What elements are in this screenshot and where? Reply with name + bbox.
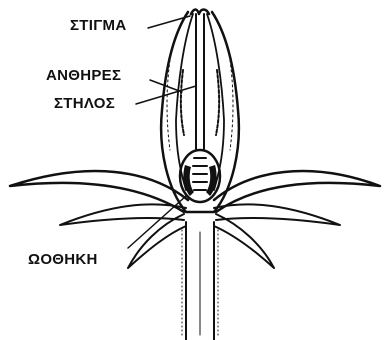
anthers-label: ΑΝΘΗΡΕΣ (46, 67, 121, 84)
style-structure (191, 10, 209, 151)
anthers (181, 70, 219, 135)
stigma-label: ΣΤΙΓΜΑ (70, 17, 126, 34)
ovary (180, 150, 220, 202)
stem (182, 222, 218, 340)
ovary-label: ΩΟΘΗΚΗ (28, 251, 98, 268)
style-label: ΣΤΗΛΟΣ (54, 95, 115, 112)
